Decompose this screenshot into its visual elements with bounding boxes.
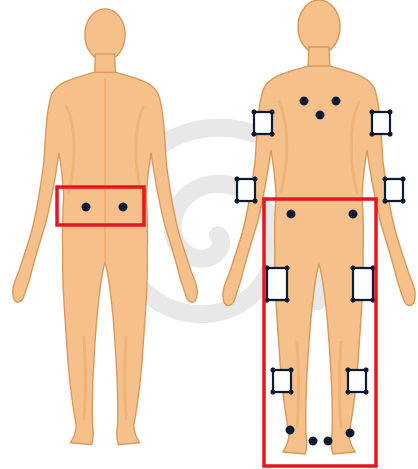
marker-dot-lower-back-right <box>119 203 128 212</box>
pad-corner-dot <box>350 265 355 270</box>
pad-frame <box>273 370 291 392</box>
pad-corner-dot <box>270 367 275 372</box>
pad-corner-dot <box>284 297 289 302</box>
pad-corner-dot <box>234 176 239 181</box>
pad-corner-dot <box>400 198 405 203</box>
pad-corner-dot <box>363 389 368 394</box>
pad-frame <box>385 179 403 201</box>
marker-dot-ankle-right-outer <box>324 437 333 446</box>
marker-pad-upper-arm-right <box>369 109 392 136</box>
pad-corner-dot <box>269 131 274 136</box>
pad-corner-dot <box>270 389 275 394</box>
pad-corner-dot <box>345 389 350 394</box>
marker-dot-sternum <box>316 111 325 120</box>
pad-corner-dot <box>369 131 374 136</box>
marker-pad-shin-right <box>345 367 368 394</box>
pad-corner-dot <box>251 109 256 114</box>
pad-corner-dot <box>269 109 274 114</box>
pad-corner-dot <box>387 109 392 114</box>
pad-corner-dot <box>252 198 257 203</box>
body-figure-back <box>13 9 198 445</box>
pad-frame <box>254 112 272 134</box>
pad-frame <box>348 370 366 392</box>
pad-corner-dot <box>345 367 350 372</box>
marker-pad-thigh-right <box>350 265 375 302</box>
pad-corner-dot <box>284 265 289 270</box>
pad-corner-dot <box>387 131 392 136</box>
pad-frame <box>372 112 390 134</box>
body-silhouette-front <box>223 0 415 454</box>
pad-frame <box>353 268 373 300</box>
pad-corner-dot <box>288 367 293 372</box>
marker-dot-clavicle-left <box>300 97 309 106</box>
pad-frame <box>237 179 255 201</box>
marker-pad-forearm-right <box>382 176 405 203</box>
pad-corner-dot <box>400 176 405 181</box>
marker-pad-shin-left <box>270 367 293 394</box>
marker-dot-clavicle-right <box>332 97 341 106</box>
pad-corner-dot <box>350 297 355 302</box>
pad-frame <box>267 268 287 300</box>
pad-corner-dot <box>288 389 293 394</box>
marker-pad-forearm-left <box>234 176 257 203</box>
marker-dot-ankle-left-inner <box>286 426 295 435</box>
marker-pad-upper-arm-left <box>251 109 274 136</box>
pad-corner-dot <box>382 176 387 181</box>
body-figure-front <box>223 0 415 454</box>
pad-corner-dot <box>363 367 368 372</box>
marker-dot-ankle-right-inner <box>346 429 355 438</box>
pad-corner-dot <box>382 198 387 203</box>
marker-dot-hip-left <box>287 210 296 219</box>
pad-corner-dot <box>252 176 257 181</box>
marker-dot-lower-back-left <box>82 203 91 212</box>
marker-dot-hip-right <box>349 210 358 219</box>
pad-corner-dot <box>369 109 374 114</box>
pad-corner-dot <box>251 131 256 136</box>
marker-dot-ankle-left-outer <box>309 437 318 446</box>
marker-pad-thigh-left <box>264 265 289 302</box>
pad-corner-dot <box>234 198 239 203</box>
